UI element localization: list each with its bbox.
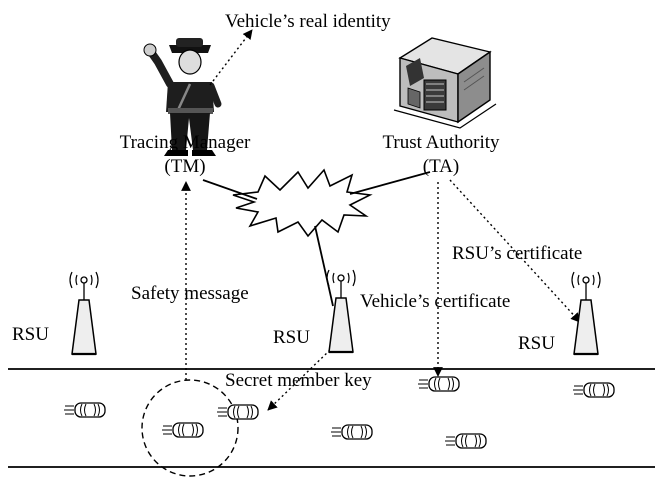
trust-authority-label: Trust Authority [382, 132, 500, 153]
real-identity-arrow [209, 29, 253, 86]
server-building-icon [393, 37, 497, 129]
rsu-certificate-label: RSU’s certificate [452, 243, 583, 264]
car-icon [444, 433, 487, 449]
secret-member-key-label: Secret member key [225, 370, 372, 391]
ta-network-link [349, 171, 431, 195]
vehicle-range-circle [141, 379, 239, 477]
car-icon [161, 422, 204, 438]
rsu-left-label: RSU [12, 324, 49, 345]
rsu-right-icon [570, 270, 602, 356]
car-icon [572, 382, 615, 398]
car-icon [63, 402, 106, 418]
real-identity-label: Vehicle’s real identity [225, 11, 391, 32]
rsu-middle-label: RSU [273, 327, 310, 348]
car-icon [417, 376, 460, 392]
safety-message-label: Safety message [131, 283, 249, 304]
tracing-manager-abbr: (TM) [164, 156, 206, 177]
rsu-right-label: RSU [518, 333, 555, 354]
trust-authority-abbr: (TA) [422, 156, 460, 177]
rsu-certificate-arrow [449, 179, 581, 323]
network-cloud-icon [232, 168, 373, 238]
car-icon [216, 404, 259, 420]
car-icon [330, 424, 373, 440]
tracing-manager-label: Tracing Manager [119, 132, 251, 153]
police-officer-icon [143, 38, 222, 156]
rsu-left-icon [68, 270, 100, 356]
secret-member-key-arrow [267, 349, 331, 411]
vehicle-certificate-label: Vehicle’s certificate [360, 291, 511, 312]
tm-network-link [202, 179, 258, 200]
rsu-middle-icon [325, 268, 357, 354]
rsu-network-link [314, 225, 334, 307]
